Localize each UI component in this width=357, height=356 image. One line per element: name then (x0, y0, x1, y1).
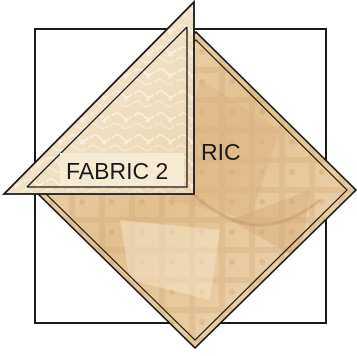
triangle-fabric-label: FABRIC 2 (66, 158, 168, 184)
diamond-fabric-label: RIC (201, 139, 241, 165)
fabric-2-label-box: FABRIC 2 (60, 153, 184, 186)
